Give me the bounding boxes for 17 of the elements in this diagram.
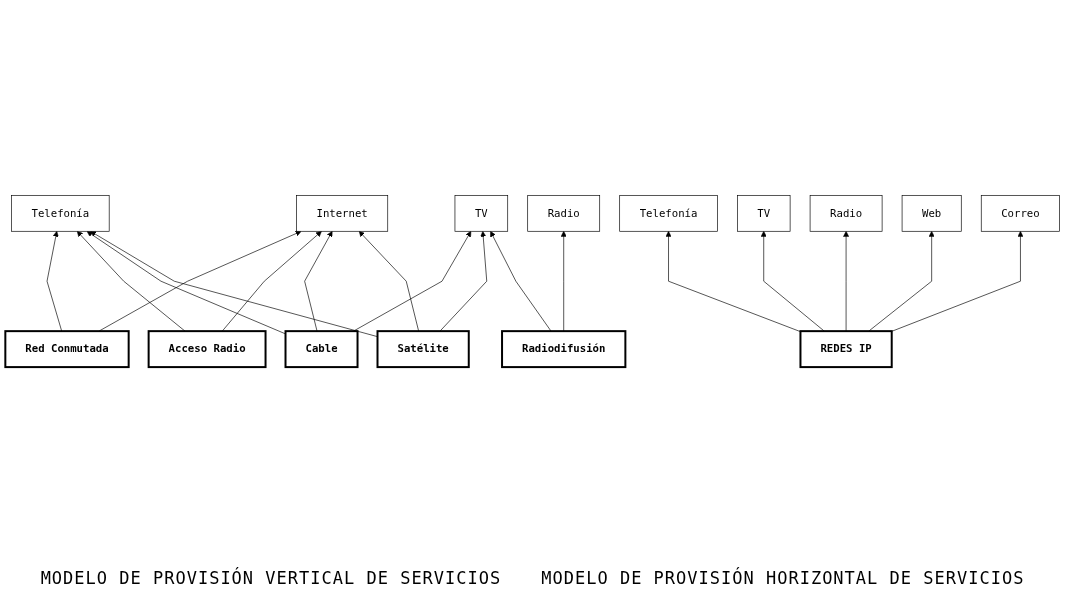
node-box: Satélite — [376, 329, 470, 368]
node-box: Telefonía — [11, 194, 110, 232]
model-heading: MODELO DE PROVISIÓN VERTICAL DE SERVICIOS — [40, 568, 502, 588]
node-box: Radio — [809, 194, 883, 232]
node-box: TV — [737, 194, 791, 232]
node-box: Red Conmutada — [4, 329, 130, 368]
node-box: Cable — [284, 329, 359, 368]
node-box: Acceso Radio — [147, 329, 267, 368]
node-box: Internet — [296, 194, 389, 232]
model-heading: MODELO DE PROVISIÓN HORIZONTAL DE SERVICIOS — [541, 568, 1025, 588]
node-box: Web — [901, 194, 962, 232]
node-box: TV — [454, 194, 509, 232]
node-box: Correo — [980, 194, 1060, 232]
node-box: Radio — [527, 194, 601, 232]
node-box: Radiodifusión — [501, 329, 627, 368]
node-box: Telefonía — [619, 194, 718, 232]
node-box: REDES IP — [799, 329, 893, 368]
